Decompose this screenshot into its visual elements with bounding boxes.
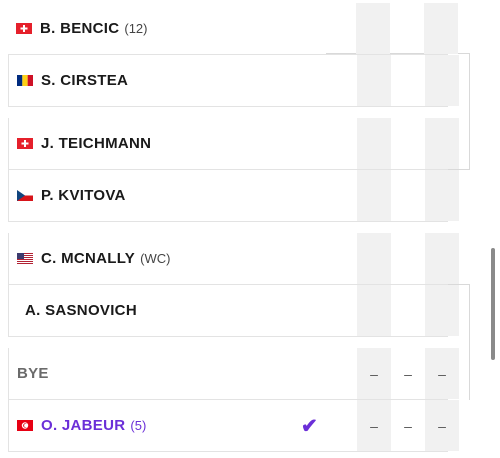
set-2-score: – (404, 365, 412, 382)
set-1-score (357, 233, 391, 284)
match-row[interactable]: A. SASNOVICH (8, 285, 459, 337)
set-3-score (425, 55, 459, 106)
player-entry: P. KVITOVA (17, 170, 131, 221)
match-row[interactable]: B. BENCIC (12) (8, 3, 458, 55)
match-row[interactable]: P. KVITOVA (8, 170, 459, 222)
player-entry: J. TEICHMANN (17, 118, 156, 169)
score-columns (327, 233, 459, 284)
set-3-score: – (425, 400, 459, 451)
player-name: A. SASNOVICH (25, 302, 137, 319)
player-name: P. KVITOVA (41, 187, 126, 204)
match-row[interactable]: BYE – – – (8, 348, 459, 400)
set-1-score (357, 55, 391, 106)
set-3-score (425, 118, 459, 169)
player-seed: (WC) (140, 251, 171, 266)
score-columns (327, 55, 459, 106)
tunisia-flag-icon (17, 420, 33, 431)
match-row[interactable]: J. TEICHMANN (8, 118, 459, 170)
set-2-score (391, 285, 425, 336)
set-1-score: – (357, 400, 391, 451)
set-2-score (391, 170, 425, 221)
player-name: BYE (17, 365, 49, 382)
set-2-score (391, 233, 425, 284)
romania-flag-icon (17, 75, 33, 86)
set-2-score (391, 55, 425, 106)
usa-flag-icon (17, 253, 33, 264)
player-name: O. JABEUR (41, 417, 126, 434)
set-1-score (357, 170, 391, 221)
set-2-score (390, 3, 424, 54)
player-name: C. MCNALLY (41, 250, 136, 267)
player-entry: S. CIRSTEA (17, 55, 133, 106)
set-1-score (357, 285, 391, 336)
bracket-connector (469, 53, 470, 170)
match-row[interactable]: C. MCNALLY (WC) (8, 233, 459, 285)
score-columns (326, 3, 458, 54)
bracket-connector (469, 284, 470, 400)
score-columns (327, 285, 459, 336)
set-3-score (425, 170, 459, 221)
czech-flag-icon (17, 190, 33, 201)
switzerland-flag-icon (16, 23, 32, 34)
score-columns (327, 118, 459, 169)
set-2-score: – (404, 417, 412, 434)
bracket-connector (326, 53, 470, 54)
set-3-score (425, 233, 459, 284)
player-entry: B. BENCIC (12) (16, 3, 148, 54)
set-2-score (391, 118, 425, 169)
set-1-score (357, 118, 391, 169)
player-name: B. BENCIC (40, 20, 120, 37)
switzerland-flag-icon (17, 138, 33, 149)
winner-check-icon: ✔ (301, 415, 318, 437)
player-entry: O. JABEUR (5) (17, 400, 146, 451)
set-3-score: – (425, 348, 459, 399)
score-columns (327, 170, 459, 221)
player-entry: A. SASNOVICH (25, 285, 142, 336)
match-row[interactable]: O. JABEUR (5) ✔ – – – (8, 400, 459, 452)
player-entry: C. MCNALLY (WC) (17, 233, 170, 284)
player-name: S. CIRSTEA (41, 72, 129, 89)
scrollbar[interactable] (491, 248, 495, 360)
set-3-score (424, 3, 458, 54)
player-seed: (5) (130, 418, 147, 433)
player-name: J. TEICHMANN (41, 135, 152, 152)
set-1-score: – (357, 348, 391, 399)
score-columns: – – – (327, 348, 459, 399)
set-1-score (356, 3, 390, 54)
set-3-score (425, 285, 459, 336)
player-seed: (12) (124, 21, 148, 36)
player-entry: BYE (17, 348, 49, 399)
score-columns: – – – (327, 400, 459, 451)
match-row[interactable]: S. CIRSTEA (8, 55, 459, 107)
